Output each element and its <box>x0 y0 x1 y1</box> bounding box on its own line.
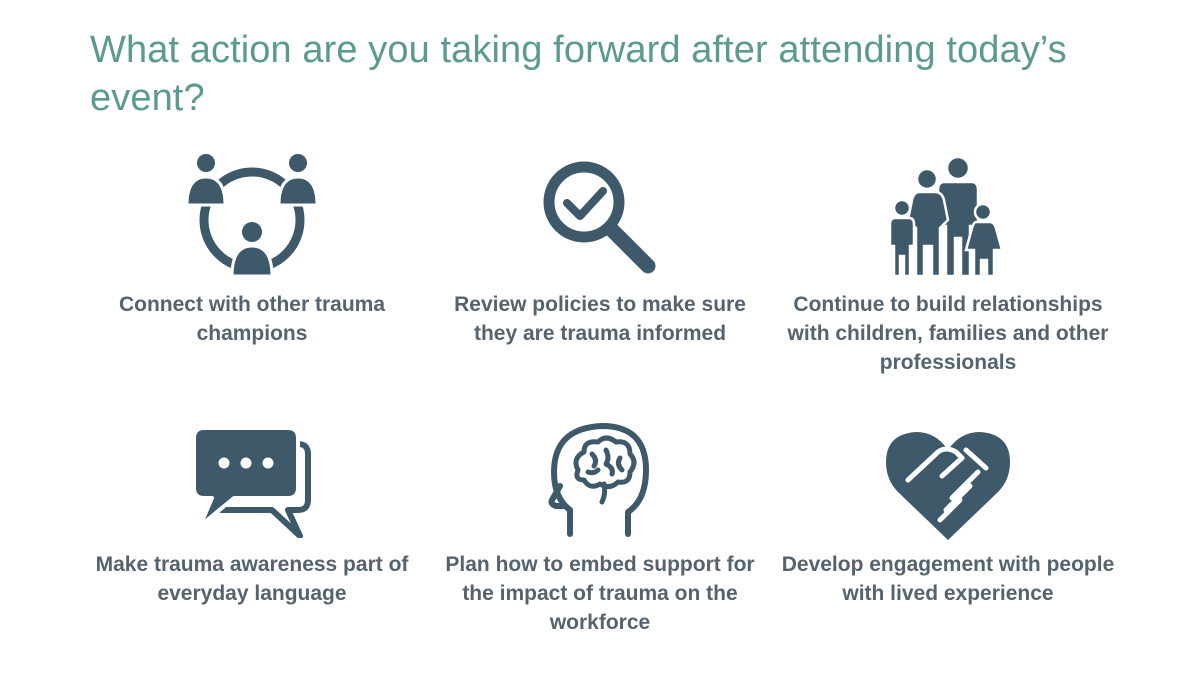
action-label: Review policies to make sure they are tr… <box>454 293 746 345</box>
action-label: Plan how to embed support for the impact… <box>445 553 755 634</box>
people-network-icon <box>184 150 320 278</box>
heart-handshake-icon <box>886 430 1010 542</box>
chat-bubbles-icon <box>192 426 312 538</box>
action-label: Connect with other trauma champions <box>118 293 386 345</box>
action-label: Develop engagement with people with live… <box>781 553 1115 605</box>
family-icon <box>886 156 1010 278</box>
head-brain-icon <box>548 420 652 538</box>
slide-title: What action are you taking forward after… <box>90 29 1067 119</box>
action-label: Make trauma awareness part of everyday l… <box>95 553 409 605</box>
action-label: Continue to build relationships with chi… <box>787 293 1109 374</box>
magnifier-check-icon <box>540 158 660 278</box>
